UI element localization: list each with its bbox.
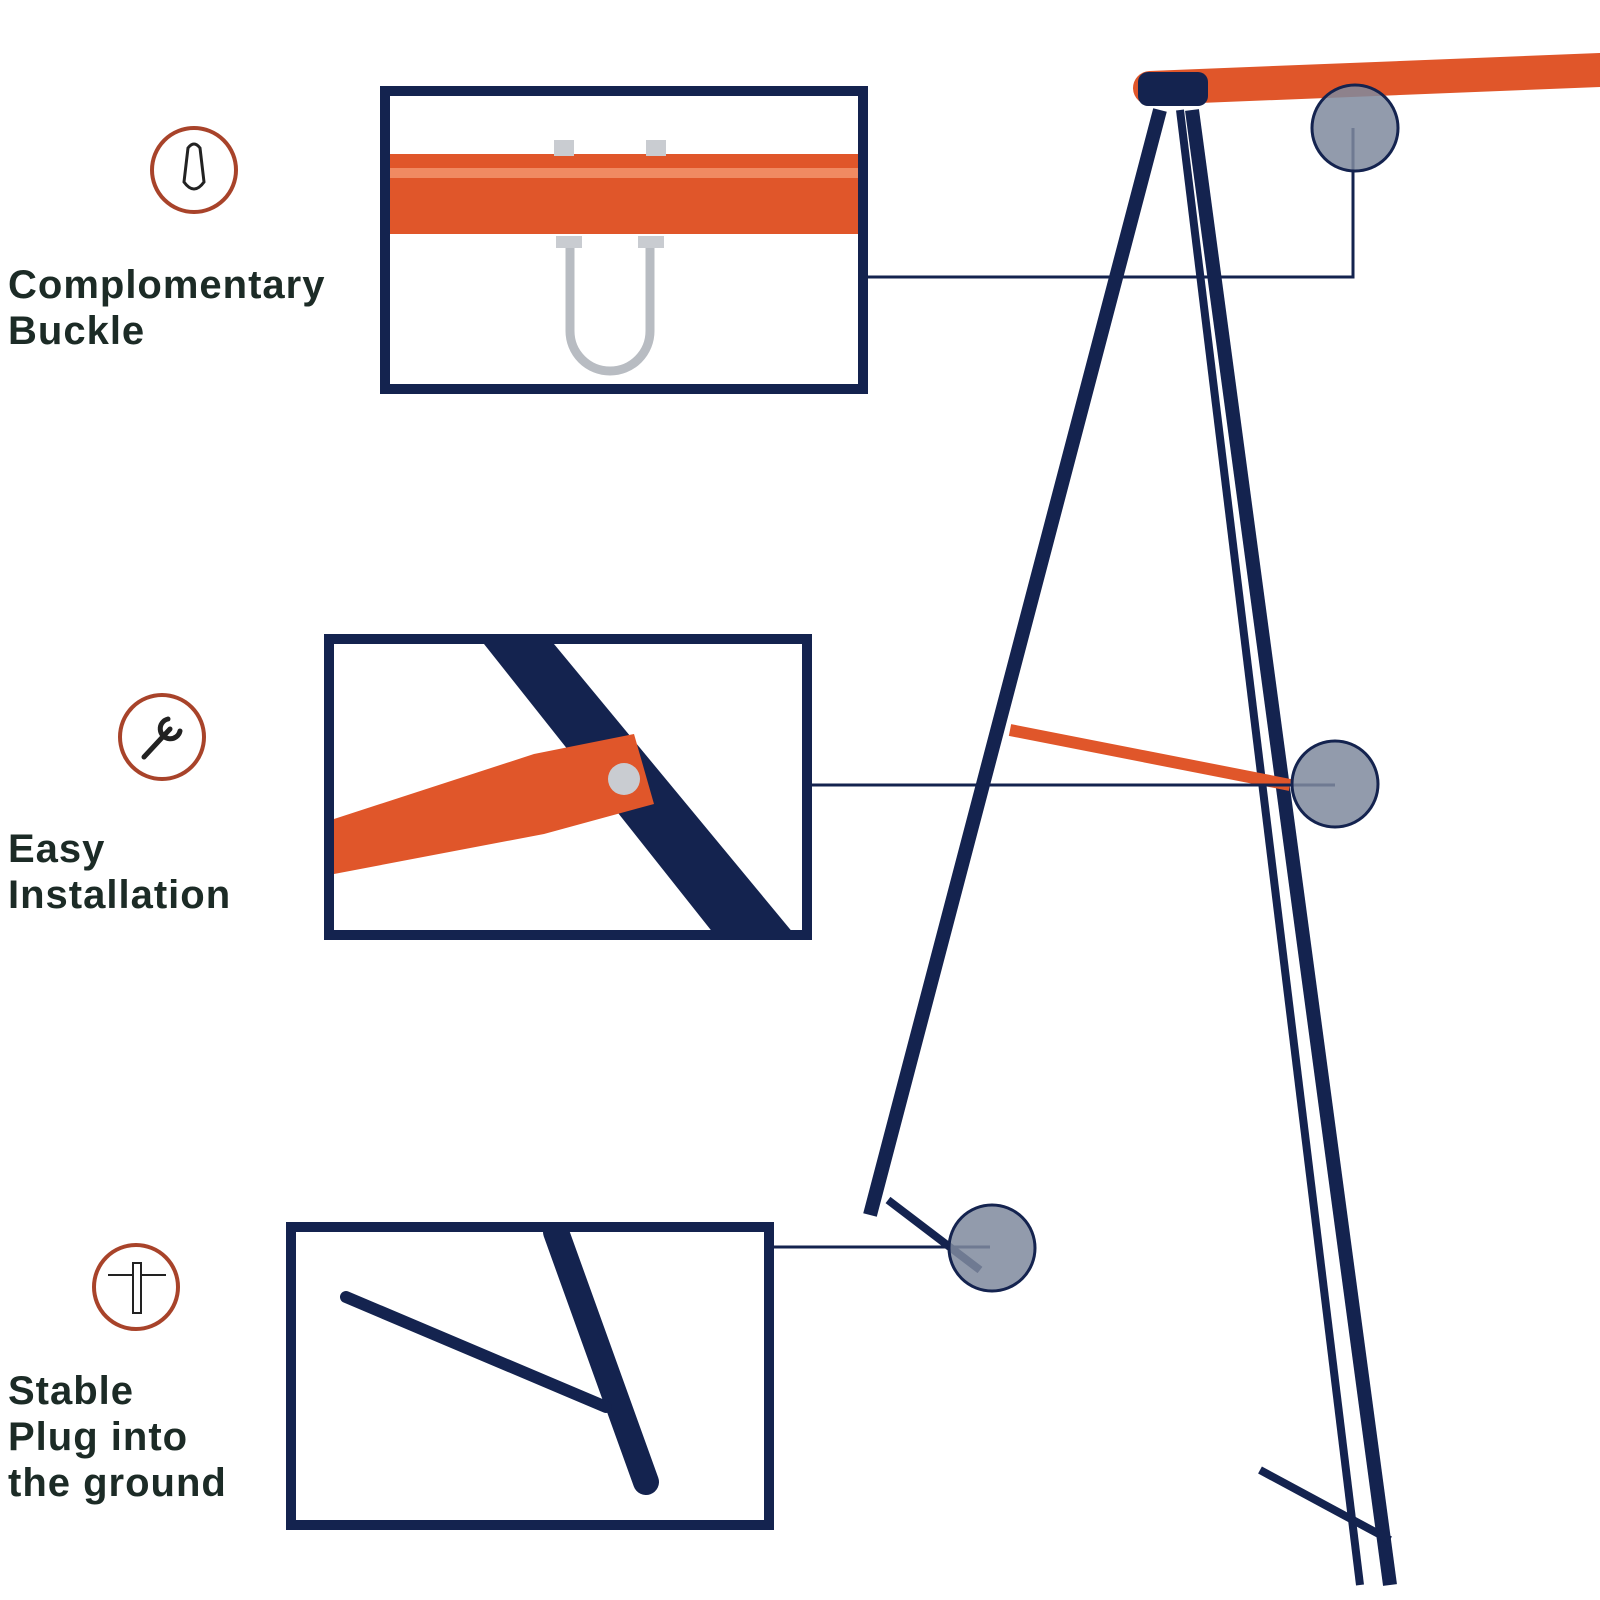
wrench-icon (118, 693, 206, 781)
detail-box-stake (286, 1222, 774, 1530)
title-line: the ground (8, 1461, 227, 1505)
left-leg (863, 108, 1167, 1217)
title-line: Installation (8, 873, 232, 917)
u-bolt-detail (390, 140, 858, 376)
connector-line-buckle (865, 128, 1355, 279)
ground-stake-detail (340, 1232, 659, 1495)
carabiner-icon (150, 126, 238, 214)
top-beam (1133, 53, 1600, 105)
right-stake (1258, 1466, 1392, 1544)
title-line: Stable (8, 1369, 135, 1413)
detail-box-installation (324, 634, 812, 940)
marker-installation (1290, 739, 1380, 829)
marker-stake (947, 1203, 1037, 1293)
right-leg-inner (1176, 109, 1364, 1586)
feature-title-stable: Stable Plug into the ground (8, 1368, 227, 1506)
title-line: Complomentary (8, 263, 326, 307)
brace-joint-detail (334, 644, 791, 930)
cross-brace (1008, 724, 1292, 791)
marker-buckle (1310, 83, 1400, 173)
ground-stake-icon (92, 1243, 180, 1331)
title-line: Buckle (8, 309, 146, 353)
feature-title-buckle: Complomentary Buckle (8, 262, 326, 354)
title-line: Plug into (8, 1415, 189, 1459)
title-line: Easy (8, 827, 106, 871)
feature-title-installation: Easy Installation (8, 826, 231, 918)
top-bracket (1138, 72, 1208, 106)
right-leg (1185, 109, 1397, 1586)
detail-box-buckle (380, 86, 868, 394)
